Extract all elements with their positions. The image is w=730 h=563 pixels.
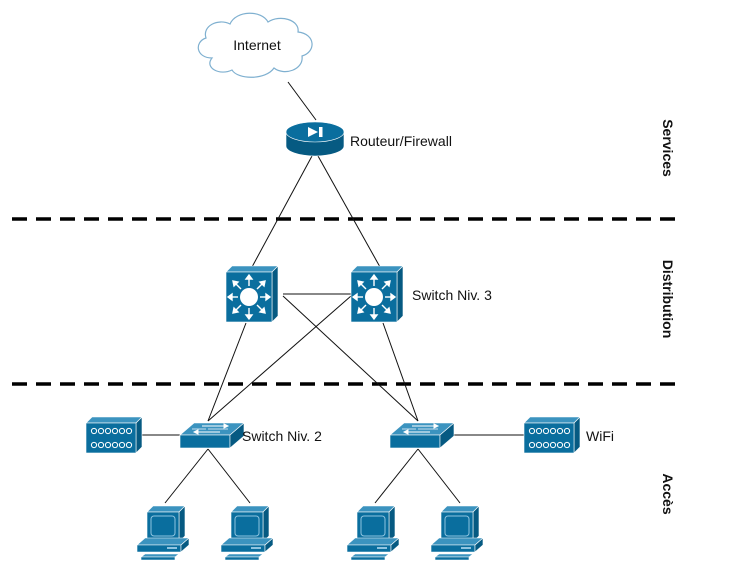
workstation-1-node[interactable] — [136, 505, 190, 561]
zone-label-distribution: Distribution — [660, 260, 676, 339]
layer3-switch-icon — [350, 265, 404, 323]
link-l3-right-l2-left — [207, 295, 352, 422]
link-l2-left-pc2 — [207, 448, 251, 504]
router-label: Routeur/Firewall — [350, 133, 452, 149]
workstation-4-node[interactable] — [430, 505, 484, 561]
link-router-l3-left — [251, 155, 313, 268]
link-l3-left-l2-right — [282, 295, 419, 422]
zone-label-acces: Accès — [660, 473, 676, 514]
link-internet-router — [287, 81, 317, 121]
workstation-icon — [136, 505, 190, 561]
access-point-right-node[interactable]: WiFi — [523, 416, 614, 454]
layer2-switch-icon — [389, 422, 455, 449]
layer3-switch-right-node[interactable]: Switch Niv. 3 — [350, 265, 492, 323]
layer3-switch-icon — [225, 265, 279, 323]
access-point-icon — [523, 416, 581, 454]
layer2-switch-right-node[interactable] — [389, 422, 455, 449]
router-firewall-node[interactable]: Routeur/Firewall — [285, 121, 452, 157]
layer3-switch-label: Switch Niv. 3 — [412, 287, 492, 303]
layer2-switch-icon — [179, 422, 245, 449]
link-router-l3-right — [317, 155, 381, 268]
workstation-3-node[interactable] — [346, 505, 400, 561]
zone-label-services: Services — [660, 119, 676, 177]
workstation-icon — [346, 505, 400, 561]
workstation-icon — [430, 505, 484, 561]
cloud-icon — [197, 12, 313, 78]
link-l3-right-l2-right — [382, 322, 419, 422]
internet-cloud-node[interactable]: Internet — [197, 12, 313, 78]
link-l2-left-pc1 — [164, 448, 209, 504]
wifi-label: WiFi — [586, 428, 614, 444]
router-icon — [285, 121, 345, 157]
link-l2-right-pc3 — [374, 448, 419, 504]
access-point-left-node[interactable] — [85, 416, 143, 454]
layer3-switch-left-node[interactable] — [225, 265, 279, 323]
workstation-icon — [220, 505, 274, 561]
link-l2-right-pc4 — [417, 448, 461, 504]
link-l3-left-l2-left — [207, 322, 247, 422]
workstation-2-node[interactable] — [220, 505, 274, 561]
layer2-switch-label: Switch Niv. 2 — [242, 428, 322, 444]
access-point-icon — [85, 416, 143, 454]
internet-label: Internet — [233, 37, 281, 53]
layer2-switch-left-node[interactable]: Switch Niv. 2 — [179, 422, 322, 449]
